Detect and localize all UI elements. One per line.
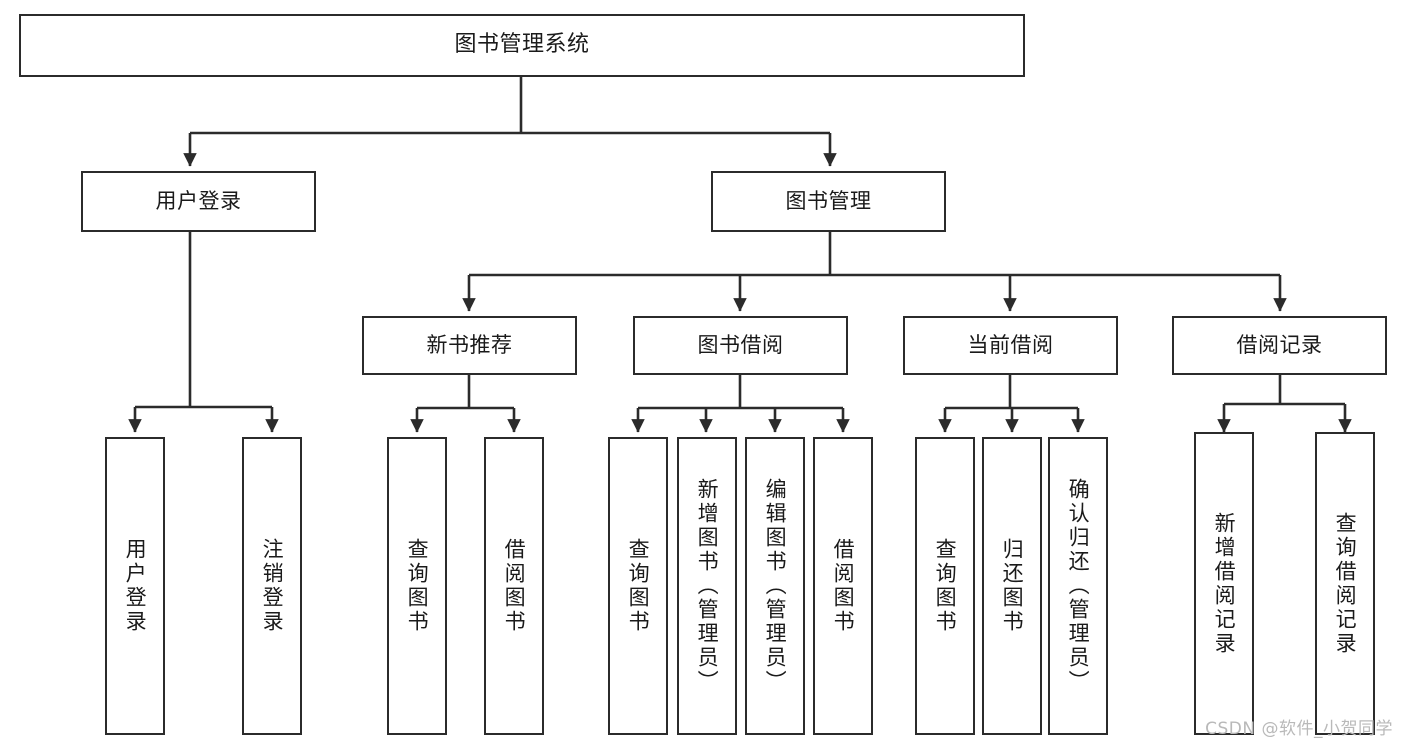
node-leaf-user-login[interactable]: 用户登录 [105, 437, 165, 735]
node-root[interactable]: 图书管理系统 [19, 14, 1025, 77]
node-leaf-user-logout[interactable]: 注销登录 [242, 437, 302, 735]
node-leaf-bb-add[interactable]: 新增图书（管理员） [677, 437, 737, 735]
node-book-manage-label: 图书管理 [785, 188, 872, 213]
node-leaf-rec-borrow[interactable]: 借阅图书 [484, 437, 544, 735]
node-book-borrow-label: 图书借阅 [697, 332, 784, 357]
node-leaf-br-query-label: 查询借阅记录 [1333, 511, 1358, 656]
node-current-borrow-label: 当前借阅 [967, 332, 1054, 357]
node-leaf-cb-confirm-label: 确认归还（管理员） [1066, 478, 1091, 694]
node-leaf-cb-return-label: 归还图书 [1000, 538, 1025, 634]
csdn-watermark: CSDN @软件_小贺同学 [1205, 719, 1393, 739]
node-leaf-br-add[interactable]: 新增借阅记录 [1194, 432, 1254, 735]
node-leaf-rec-query-label: 查询图书 [405, 538, 430, 634]
node-leaf-rec-query[interactable]: 查询图书 [387, 437, 447, 735]
node-current-borrow[interactable]: 当前借阅 [903, 316, 1118, 375]
node-leaf-cb-query-label: 查询图书 [933, 538, 958, 634]
node-new-book-rec-label: 新书推荐 [426, 332, 513, 357]
node-leaf-user-login-label: 用户登录 [123, 538, 148, 634]
node-leaf-bb-query[interactable]: 查询图书 [608, 437, 668, 735]
node-borrow-record-label: 借阅记录 [1236, 332, 1323, 357]
node-user-login-label: 用户登录 [155, 188, 242, 213]
node-leaf-br-add-label: 新增借阅记录 [1212, 511, 1237, 656]
node-borrow-record[interactable]: 借阅记录 [1172, 316, 1387, 375]
node-leaf-cb-query[interactable]: 查询图书 [915, 437, 975, 735]
node-leaf-br-query[interactable]: 查询借阅记录 [1315, 432, 1375, 735]
node-leaf-bb-add-label: 新增图书（管理员） [695, 478, 720, 694]
node-leaf-rec-borrow-label: 借阅图书 [502, 538, 527, 634]
node-leaf-bb-borrow-label: 借阅图书 [831, 538, 856, 634]
node-leaf-bb-query-label: 查询图书 [626, 538, 651, 634]
node-book-manage[interactable]: 图书管理 [711, 171, 946, 232]
node-leaf-bb-borrow[interactable]: 借阅图书 [813, 437, 873, 735]
node-new-book-rec[interactable]: 新书推荐 [362, 316, 577, 375]
node-book-borrow[interactable]: 图书借阅 [633, 316, 848, 375]
node-leaf-bb-edit[interactable]: 编辑图书（管理员） [745, 437, 805, 735]
node-leaf-cb-return[interactable]: 归还图书 [982, 437, 1042, 735]
node-leaf-user-logout-label: 注销登录 [260, 538, 285, 634]
node-user-login[interactable]: 用户登录 [81, 171, 316, 232]
node-root-label: 图书管理系统 [454, 32, 590, 58]
node-leaf-cb-confirm[interactable]: 确认归还（管理员） [1048, 437, 1108, 735]
node-leaf-bb-edit-label: 编辑图书（管理员） [763, 478, 788, 694]
